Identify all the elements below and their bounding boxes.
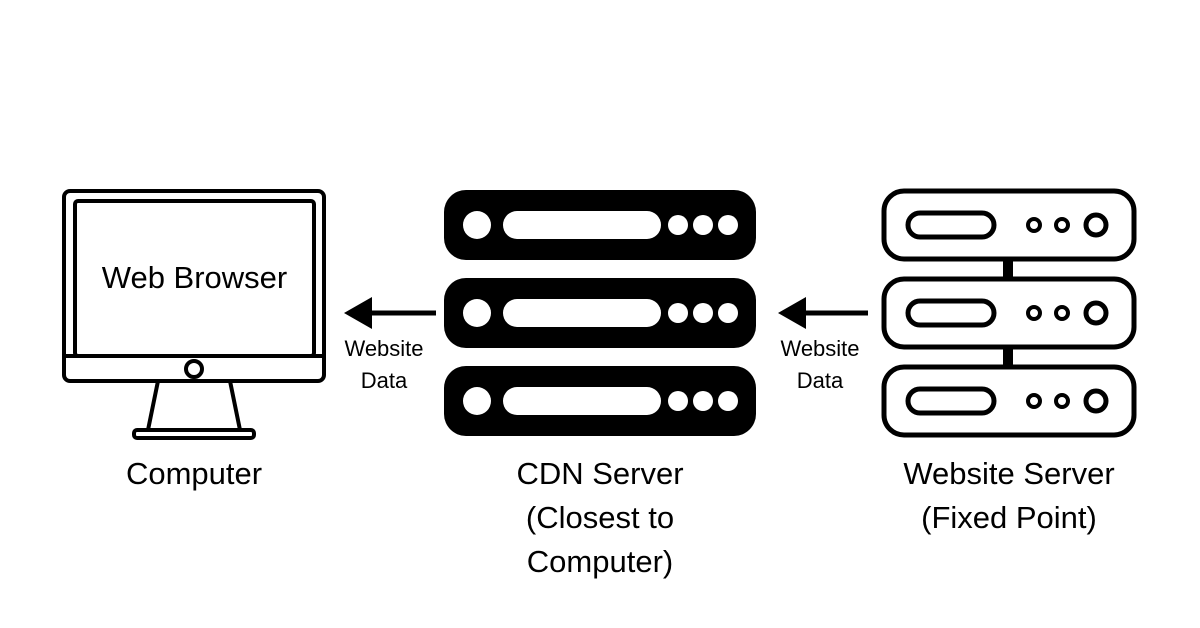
arrow-origin-to-cdn — [778, 297, 868, 329]
cdn-server-caption: CDN Server (Closest to Computer) — [440, 452, 760, 584]
server-rack-outline-icon — [881, 188, 1137, 438]
website-server-caption: Website Server (Fixed Point) — [864, 452, 1154, 540]
origin-rack-unit — [881, 188, 1137, 262]
cdn-rack-unit — [444, 366, 756, 436]
caption-line: CDN Server — [516, 456, 684, 491]
edge-label-cdn-to-computer: Website Data — [324, 333, 444, 397]
cdn-rack-unit — [444, 190, 756, 260]
caption-line: Computer) — [526, 544, 674, 579]
cdn-rack-unit — [444, 278, 756, 348]
origin-rack-unit — [881, 276, 1137, 350]
edge-label-line: Website — [344, 336, 424, 361]
caption-line: Website Server — [903, 456, 1115, 491]
computer-caption: Computer — [64, 452, 324, 496]
edge-label-line: Data — [360, 368, 408, 393]
caption-line: Computer — [125, 456, 263, 491]
server-rack-filled-icon — [444, 190, 756, 436]
arrow-cdn-to-computer — [344, 297, 436, 329]
caption-line: (Closest to — [525, 500, 675, 535]
origin-rack-unit — [881, 364, 1137, 438]
monitor-screen-text: Web Browser — [101, 260, 288, 295]
caption-line: (Fixed Point) — [921, 500, 1097, 535]
edge-label-line: Data — [796, 368, 844, 393]
edge-label-origin-to-cdn: Website Data — [760, 333, 880, 397]
edge-label-line: Website — [780, 336, 860, 361]
computer-monitor-icon — [62, 189, 326, 440]
